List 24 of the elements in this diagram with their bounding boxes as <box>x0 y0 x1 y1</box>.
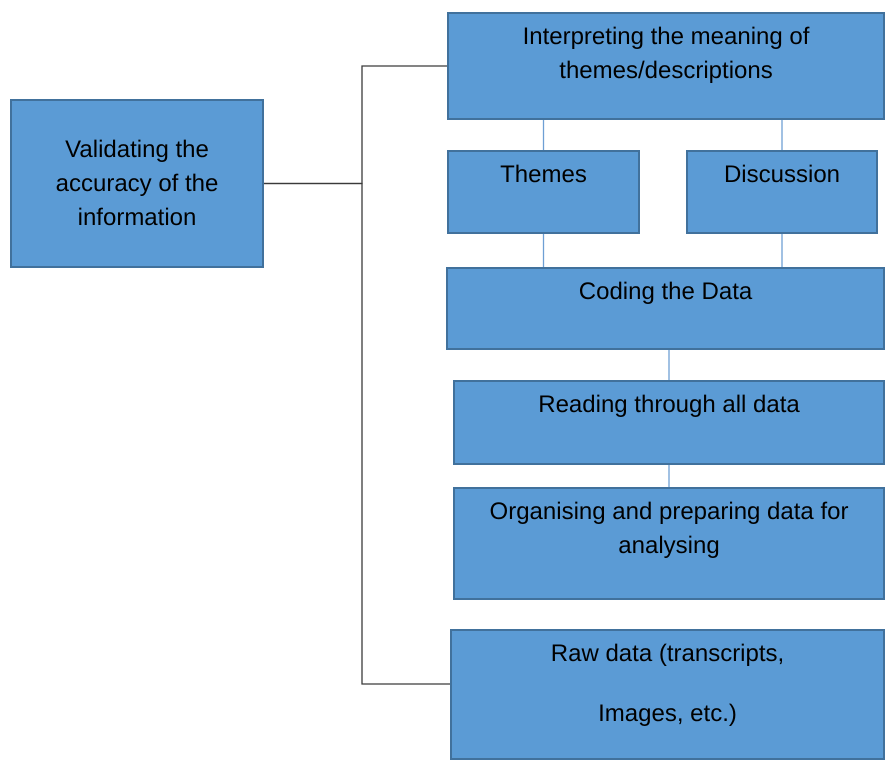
box-label: Discussion <box>724 160 840 190</box>
connector-line <box>542 234 544 267</box>
connector-line <box>781 120 783 150</box>
process-box <box>450 629 885 760</box>
process-box <box>10 99 264 268</box>
connector-line <box>542 120 544 150</box>
box-label: Reading through all data <box>538 390 800 420</box>
box-label: Interpreting the meaning of themes/descriptions <box>522 22 810 86</box>
connector-line <box>264 182 450 685</box>
connector-line <box>668 465 670 487</box>
box-label: Raw data (transcripts, <box>550 639 784 669</box>
box-label: Themes <box>500 160 587 190</box>
process-box <box>447 12 885 120</box>
box-label: Validating the accuracy of the information <box>54 134 220 232</box>
process-box <box>446 267 885 350</box>
box-label: Images, etc.) <box>598 699 737 729</box>
connector-line <box>781 234 783 267</box>
process-box <box>447 150 640 234</box>
box-label: Organising and preparing data for analysing <box>488 497 850 561</box>
connector-line <box>668 350 670 380</box>
process-box <box>686 150 878 234</box>
process-box <box>453 487 885 600</box>
process-box <box>453 380 885 465</box>
box-label: Coding the Data <box>578 277 752 307</box>
